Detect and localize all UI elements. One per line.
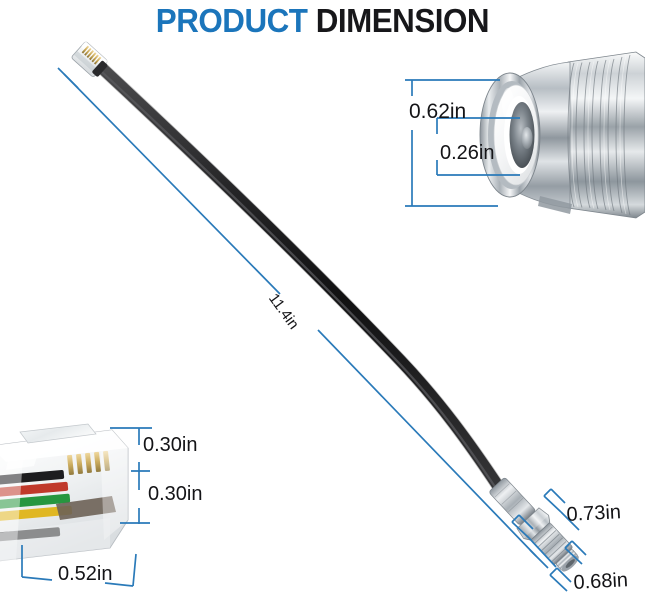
page-title: PRODUCT DIMENSION [0, 2, 645, 40]
dimension-label-0-52in: 0.52in [58, 563, 113, 585]
dimension-line-11-4in [57, 67, 549, 569]
dimension-line-0-68in [511, 514, 572, 592]
dimension-line-0-30in-upper [110, 427, 152, 472]
dimension-lines [21, 67, 587, 592]
rj-plug-bottom-left [0, 423, 129, 562]
threaded-connector-bottom-right [489, 477, 579, 572]
threaded-bulkhead-connector [479, 51, 645, 219]
dimension-label-0-26in: 0.26in [440, 142, 495, 164]
rj-plug-top-left [71, 41, 108, 77]
dimension-label-0-73in: 0.73in [565, 501, 622, 526]
dimension-line-0-30in-lower [120, 471, 150, 524]
dimension-line-0-52in [21, 545, 137, 587]
dimension-label-0-30in-lower: 0.30in [148, 483, 203, 505]
dimension-label-0-68in: 0.68in [572, 569, 629, 594]
page-title-accent: PRODUCT [155, 2, 308, 39]
dimension-label-0-30in-upper: 0.30in [143, 434, 198, 456]
cable-body [97, 63, 505, 493]
dimension-line-0-73in [543, 488, 587, 565]
dimension-label-0-62in: 0.62in [409, 100, 467, 123]
dimension-line-0-26in [436, 117, 520, 176]
dimension-line-0-62in [405, 79, 500, 207]
page-title-rest: DIMENSION [315, 2, 490, 39]
